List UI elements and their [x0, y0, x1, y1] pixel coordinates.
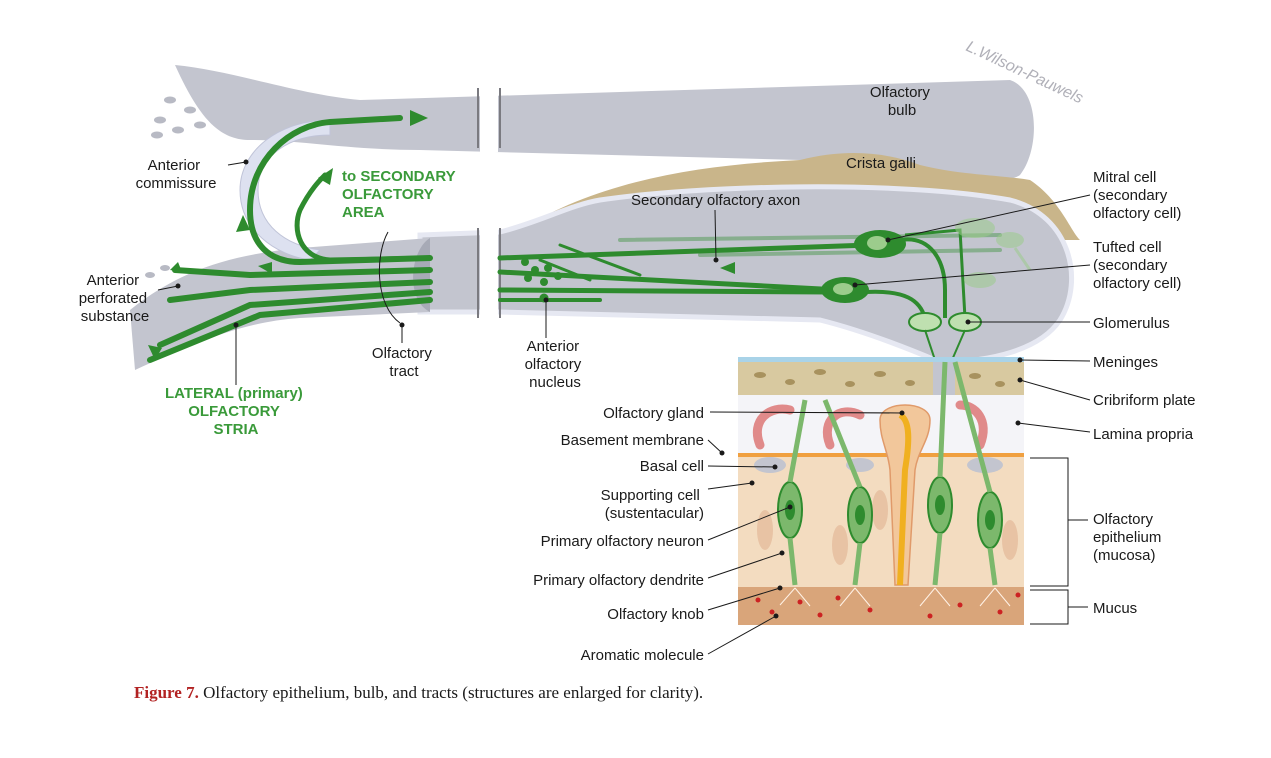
- caption-text: Olfactory epithelium, bulb, and tracts (…: [198, 683, 704, 702]
- meninges-label: Meninges: [1093, 354, 1158, 371]
- leader-lines: [157, 159, 1091, 655]
- figure-number: Figure 7.: [134, 683, 199, 702]
- mucus-bracket: [1030, 589, 1069, 625]
- mucus-layer: [738, 587, 1024, 625]
- anterior-perforated-label: Anterior perforated substance: [79, 272, 152, 325]
- mucus-label: Mucus: [1093, 600, 1137, 617]
- secondary-axon-label: Secondary olfactory axon: [631, 192, 800, 209]
- basement-membrane-label: Basement membrane: [561, 432, 704, 449]
- olfactory-knob-label: Olfactory knob: [607, 606, 704, 623]
- glomerulus-label: Glomerulus: [1093, 315, 1170, 332]
- tufted-cell-label: Tufted cell (secondary olfactory cell): [1093, 239, 1181, 292]
- olfactory-epithelium-label: Olfactory epithelium (mucosa): [1093, 511, 1166, 564]
- mitral-cell-label: Mitral cell (secondary olfactory cell): [1093, 169, 1181, 222]
- epithelium-bracket: [1030, 457, 1069, 587]
- section-break-gap: [480, 226, 498, 322]
- meninges-layer: [738, 357, 1024, 362]
- to-secondary-area-label: to SECONDARY OLFACTORY AREA: [342, 168, 460, 221]
- fiber-arrows: [148, 110, 735, 360]
- grey-fiber-dots: [145, 96, 206, 278]
- aromatic-molecule-label: Aromatic molecule: [581, 647, 704, 664]
- primary-neuron-label: Primary olfactory neuron: [541, 533, 704, 550]
- supporting-cell-label: Supporting cell (sustentacular): [601, 487, 704, 522]
- olfactory-gland-label: Olfactory gland: [603, 405, 704, 422]
- cribriform-plate-label: Cribriform plate: [1093, 392, 1196, 409]
- gland-duct: [897, 412, 912, 586]
- nerve-fibers: [147, 115, 1002, 363]
- lateral-stria-label: LATERAL (primary) OLFACTORY STRIA: [165, 385, 307, 438]
- primary-neurons: [777, 361, 1003, 586]
- cilia: [779, 587, 1011, 607]
- cribriform-texture: [754, 369, 1005, 387]
- basement-membrane: [738, 453, 1024, 457]
- glomeruli: [908, 312, 982, 361]
- crista-galli-label: Crista galli: [846, 155, 916, 172]
- cribriform-plate: [738, 362, 1024, 395]
- figure-caption: Figure 7. Olfactory epithelium, bulb, an…: [134, 683, 703, 703]
- olfactory-bulb-label: Olfactory bulb: [870, 84, 934, 119]
- olfactory-bulb-lower: [417, 184, 1075, 365]
- basal-cell-label: Basal cell: [640, 458, 704, 475]
- lamina-propria-label: Lamina propria: [1093, 426, 1194, 443]
- section-break-gap: [480, 86, 498, 152]
- olfactory-tract-label: Olfactory tract: [372, 345, 436, 380]
- aromatic-molecules: [755, 592, 1021, 619]
- anterior-olfactory-nucleus-label: Anterior olfactory nucleus: [525, 338, 586, 391]
- primary-dendrite-label: Primary olfactory dendrite: [533, 572, 704, 589]
- olfactory-bulb-upper: [175, 65, 1034, 181]
- anterior-commissure-label: Anterior commissure: [136, 157, 217, 192]
- supporting-cells: [757, 490, 1018, 565]
